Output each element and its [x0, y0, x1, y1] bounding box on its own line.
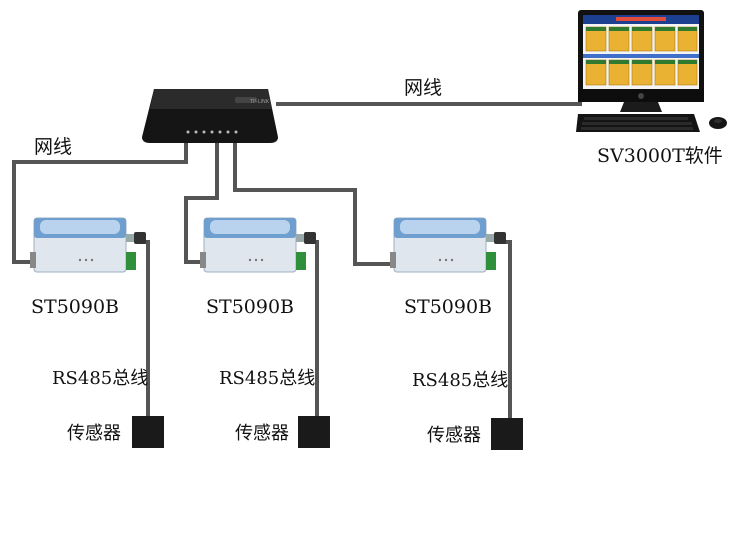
- wire-router-to-device-3: [233, 140, 398, 266]
- sensor-2: [298, 416, 330, 448]
- device-st5090b-2: [200, 214, 320, 276]
- sensor-3: [491, 418, 523, 450]
- sensor-1: [132, 416, 164, 448]
- device-3-bus-label: RS485总线: [412, 370, 509, 391]
- wire-router-to-device-1: [12, 140, 188, 264]
- computer: [576, 8, 736, 138]
- device-1-bus-label: RS485总线: [52, 368, 149, 389]
- device-2-model: ST5090B: [206, 296, 295, 318]
- device-st5090b-3: [390, 214, 510, 276]
- device-2-bus-label: RS485总线: [219, 368, 316, 389]
- wire-router-to-device-2: [184, 140, 219, 264]
- label-lan-cable-top: 网线: [404, 77, 443, 99]
- label-lan-cable-left: 网线: [34, 136, 73, 158]
- router: TP-LINK: [140, 87, 280, 147]
- label-software: SV3000T软件: [597, 145, 723, 167]
- router-brand: TP-LINK: [249, 99, 270, 105]
- sensor-3-label: 传感器: [427, 425, 481, 446]
- device-1-model: ST5090B: [31, 296, 120, 318]
- sensor-1-label: 传感器: [67, 423, 121, 444]
- sensor-2-label: 传感器: [235, 423, 289, 444]
- device-3-model: ST5090B: [404, 296, 493, 318]
- device-st5090b-1: [30, 214, 150, 276]
